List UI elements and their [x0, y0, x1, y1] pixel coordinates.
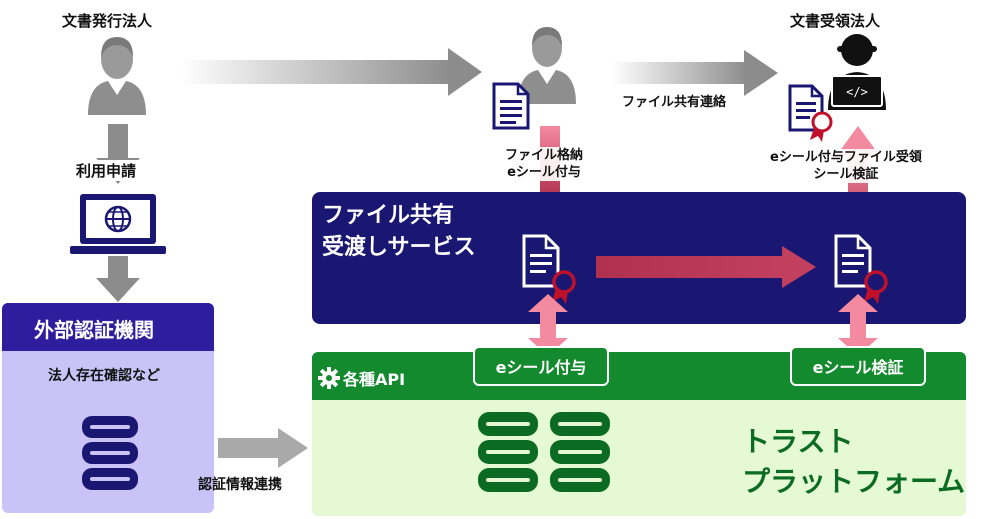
store-label-line2: eシール付与	[507, 165, 581, 180]
laptop-globe-icon	[70, 194, 166, 254]
issuer-label: 文書発行法人	[62, 12, 153, 30]
gear-icon	[318, 367, 340, 389]
receiver-person-icon: </>	[828, 34, 886, 110]
trust-title: トラスト プラットフォーム	[742, 422, 965, 502]
trust-title-line2: プラットフォーム	[742, 465, 966, 498]
trust-database-icon-1	[478, 412, 538, 492]
issuer-person-icon	[88, 37, 146, 115]
trust-database-icon-2	[550, 412, 610, 492]
cert-link-arrow	[218, 428, 308, 468]
store-label-line1: ファイル格納	[505, 148, 584, 163]
seal-add-api-button[interactable]: eシール付与	[473, 346, 609, 386]
auth-database-icon	[82, 416, 138, 490]
file-share-notice-label: ファイル共有連絡	[622, 95, 727, 110]
seal-verify-api-label: eシール検証	[812, 358, 904, 377]
seal-add-api-label: eシール付与	[495, 358, 587, 377]
receiver-label: 文書受領法人	[790, 12, 881, 30]
external-auth-header	[2, 303, 214, 351]
laptop-down-arrow	[96, 256, 140, 302]
request-label: 利用申請	[74, 160, 139, 181]
issuer-to-service-arrow	[180, 48, 482, 96]
service-document-right-icon	[834, 234, 888, 304]
trust-title-line1: トラスト	[742, 425, 854, 458]
document-icon	[492, 82, 530, 130]
service-title: ファイル共有 受渡しサービス	[322, 200, 476, 264]
cert-link-label: 認証情報連携	[198, 477, 282, 493]
receive-label-line2: シール検証	[813, 167, 879, 182]
api-title: 各種API	[343, 370, 406, 389]
service-title-line2: 受渡しサービス	[322, 235, 476, 260]
sealed-document-icon	[788, 84, 833, 142]
seal-verify-api-button[interactable]: eシール検証	[790, 346, 926, 386]
notify-arrow	[612, 50, 778, 96]
uploader-person-icon	[518, 27, 576, 104]
store-label: ファイル格納 eシール付与	[505, 147, 584, 181]
receive-label: eシール付与ファイル受領 シール検証	[770, 149, 922, 183]
svg-text:</>: </>	[846, 85, 868, 99]
service-document-left-icon	[522, 234, 576, 304]
service-transfer-arrow	[596, 246, 816, 288]
seal-add-double-arrow	[528, 294, 568, 356]
external-auth-title: 外部認証機関	[34, 318, 154, 342]
external-auth-subtitle: 法人存在確認など	[48, 368, 160, 384]
receive-label-line1: eシール付与ファイル受領	[770, 150, 922, 165]
service-title-line1: ファイル共有	[322, 203, 455, 228]
seal-verify-double-arrow	[838, 294, 878, 356]
